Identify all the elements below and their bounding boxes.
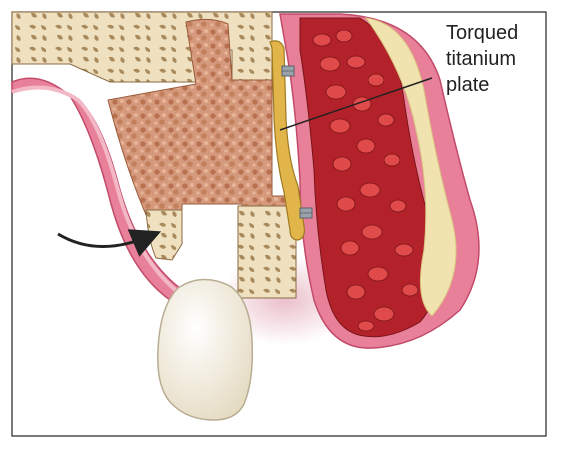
label-leader-line xyxy=(279,77,433,131)
arrow-icon xyxy=(57,229,162,257)
lower-bone-right xyxy=(237,205,297,299)
tooth-emergence-glow xyxy=(174,268,232,285)
label-line-2: titanium xyxy=(446,48,517,70)
screw-bottom xyxy=(299,207,313,219)
screw-top xyxy=(281,65,295,77)
yellow-marrow xyxy=(364,17,457,317)
tooth xyxy=(157,278,254,421)
titanium-plate xyxy=(269,40,305,241)
label-line-3: plate xyxy=(446,74,490,96)
label-line-1: Torqued xyxy=(446,22,519,44)
marrow-cells xyxy=(312,29,419,332)
